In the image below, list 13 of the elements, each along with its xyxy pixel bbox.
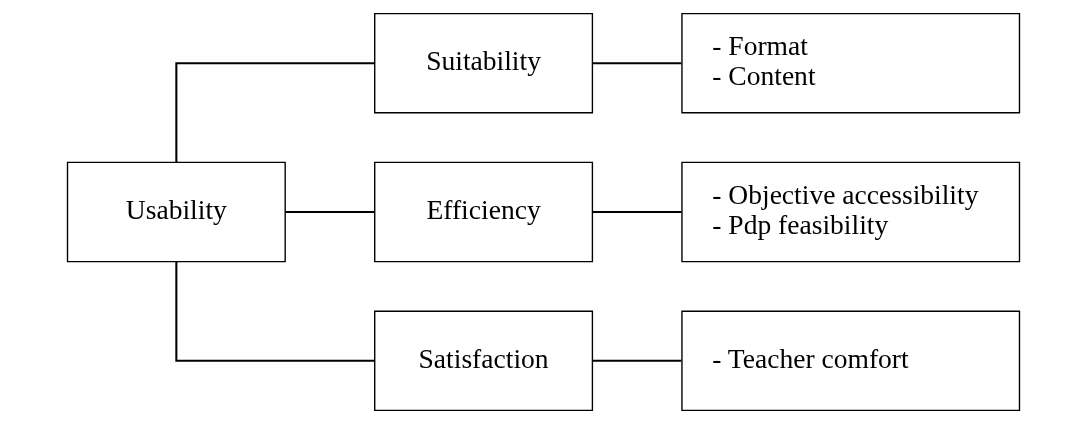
node-box: Usability — [66, 161, 286, 263]
connector — [174, 261, 374, 362]
connector — [592, 359, 681, 362]
connector — [592, 62, 681, 65]
node-box: - Objective accessibility - Pdp feasibility — [680, 161, 1020, 263]
connector — [174, 62, 374, 163]
node-box: Efficiency — [373, 161, 593, 263]
node-box: - Format - Content — [680, 12, 1020, 114]
node-box: Suitability — [373, 12, 593, 114]
node-box: Satisfaction — [373, 310, 593, 412]
node-box: - Teacher comfort — [680, 310, 1020, 412]
connector — [592, 210, 681, 214]
connector — [285, 210, 374, 214]
